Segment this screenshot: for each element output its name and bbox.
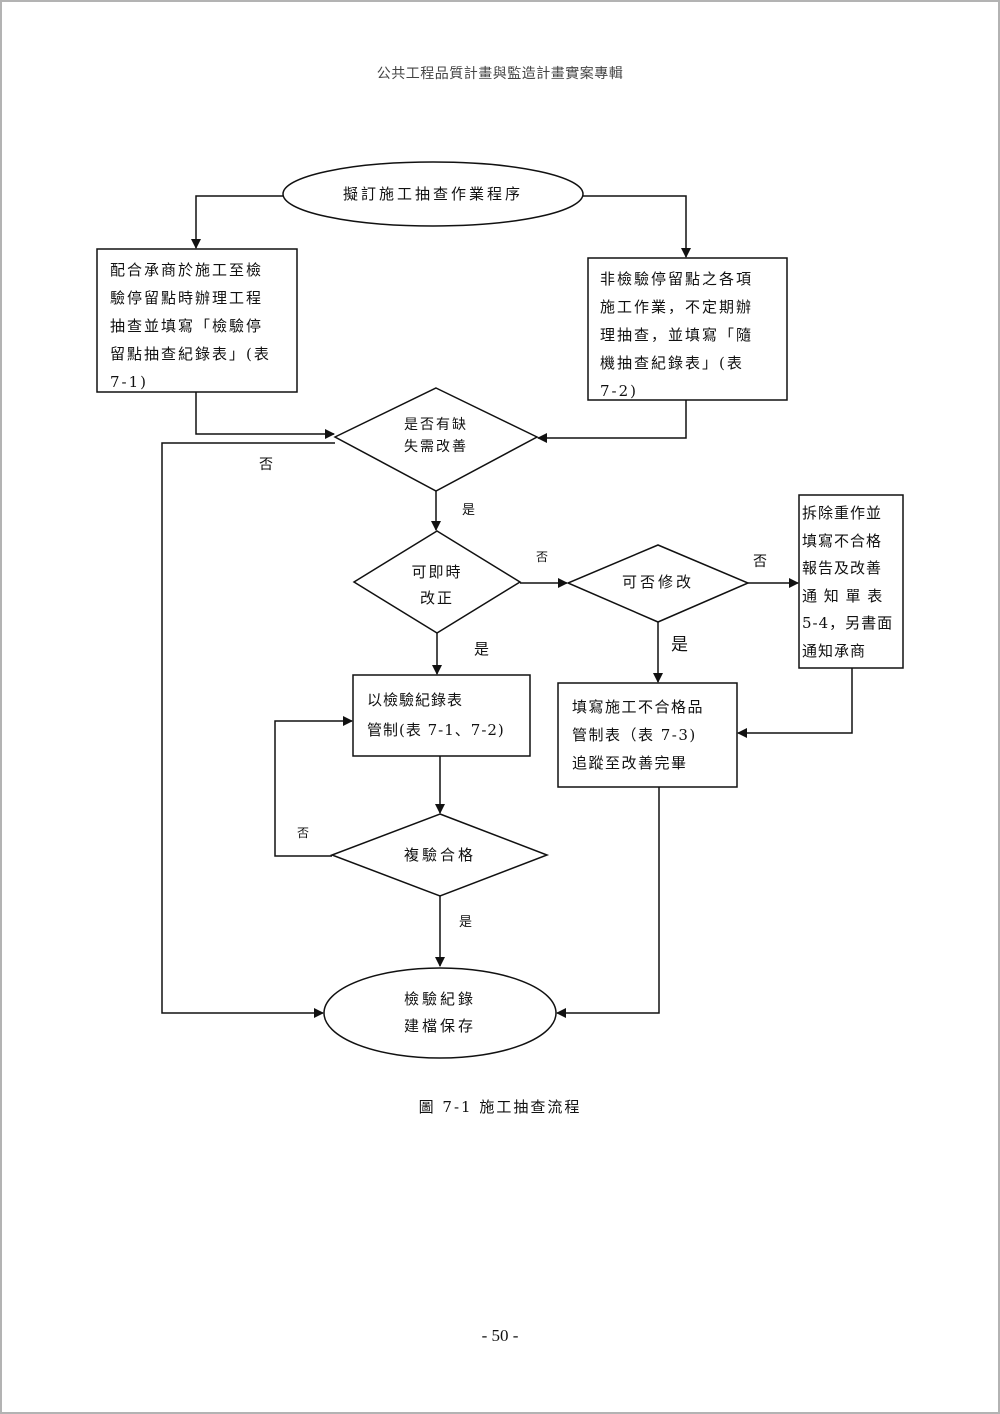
right-box-line: 非檢驗停留點之各項 (600, 270, 754, 288)
label-defect-yes: 是 (462, 503, 476, 518)
right-box-line: 機抽查紀錄表」(表 (600, 354, 744, 372)
nonconform-box-line: 填寫施工不合格品 (572, 698, 705, 716)
end-terminal-line: 檢驗紀錄 (403, 990, 476, 1008)
left-process-box (96, 248, 298, 393)
right-box-text: 非檢驗停留點之各項 施工作業，不定期辦 理抽查，並填寫「隨 機抽查紀錄表」(表 … (600, 265, 790, 405)
control-box-line: 管制(表 7-1、7-2) (367, 721, 505, 739)
rework-box-line: 填寫不合格 (802, 531, 883, 550)
connector-defect-no (161, 442, 335, 1018)
connector-left-to-defect (195, 392, 335, 439)
running-header: 公共工程品質計畫與監造計畫實案專輯 (376, 66, 624, 82)
control-box-text: 以檢驗紀錄表 管制(表 7-1、7-2) (367, 685, 537, 745)
nonconform-box (557, 682, 738, 788)
label-recheck-no: 否 (297, 826, 310, 840)
left-box-line: 留點抽查紀錄表」(表 (110, 345, 271, 363)
left-box-text: 配合承商於施工至檢 驗停留點時辦理工程 抽查並填寫「檢驗停 留點抽查紀錄表」(表… (110, 256, 300, 396)
nonconform-box-text: 填寫施工不合格品 管制表（表 7-3) 追蹤至改善完畢 (572, 693, 742, 777)
left-box-line: 配合承商於施工至檢 (110, 261, 264, 279)
left-box-line: 抽查並填寫「檢驗停 (110, 317, 264, 335)
start-terminal (282, 161, 584, 227)
decision-recheck-text: 複驗合格 (403, 846, 476, 864)
connector-right-to-defect (537, 400, 687, 443)
right-box-line: 7-2) (600, 382, 639, 400)
decision-defect-line: 是否有缺 (404, 417, 468, 433)
rework-box-text: 拆除重作並 填寫不合格 報告及改善 通 知 單 表 5-4，另書面 通知承商 (802, 500, 906, 665)
left-box-line: 驗停留點時辦理工程 (110, 289, 264, 307)
label-immediate-yes: 是 (474, 640, 490, 658)
rework-box-line: 報告及改善 (802, 559, 883, 577)
label-modifiable-yes: 是 (671, 635, 688, 655)
label-immediate-no: 否 (536, 550, 549, 564)
label-defect-no: 否 (259, 457, 273, 473)
page-number: - 50 - (481, 1326, 519, 1345)
decision-defect-line: 失需改善 (404, 439, 468, 455)
right-box-line: 理抽查，並填寫「隨 (600, 326, 754, 344)
control-box (352, 674, 531, 757)
control-box-line: 以檢驗紀錄表 (367, 691, 464, 709)
rework-box-line: 通知承商 (802, 641, 867, 660)
left-box-line: 7-1) (110, 373, 149, 391)
figure-caption: 圖 7-1 施工抽查流程 (418, 1098, 582, 1116)
label-recheck-yes: 是 (459, 915, 473, 930)
label-modifiable-no: 否 (753, 554, 767, 570)
connector-recheck-no (274, 716, 353, 857)
start-terminal-label: 擬訂施工抽查作業程序 (342, 185, 523, 203)
connector-start-right (583, 195, 691, 258)
end-terminal-text: 檢驗紀錄 建檔保存 (370, 986, 510, 1040)
decision-modifiable-text: 可否修改 (621, 573, 694, 591)
connector-rework-to-nonconform (737, 668, 853, 738)
decision-immediate-text: 可即時 改正 (377, 559, 497, 611)
connector-nonconform-to-end (556, 787, 660, 1018)
right-box-line: 施工作業，不定期辦 (600, 298, 754, 316)
rework-box-line: 拆除重作並 (802, 504, 883, 522)
nonconform-box-line: 追蹤至改善完畢 (572, 754, 688, 772)
rework-box-line: 通 知 單 表 (802, 586, 884, 605)
decision-defect-text: 是否有缺 失需改善 (356, 414, 516, 458)
decision-immediate-line: 可即時 (411, 563, 463, 581)
nonconform-box-line: 管制表（表 7-3) (572, 726, 697, 744)
rework-box (798, 494, 904, 669)
end-terminal-line: 建檔保存 (403, 1017, 476, 1035)
rework-box-line: 5-4，另書面 (802, 614, 894, 632)
right-process-box (587, 257, 788, 401)
decision-immediate-line: 改正 (419, 589, 454, 607)
connector-start-left (191, 195, 283, 249)
